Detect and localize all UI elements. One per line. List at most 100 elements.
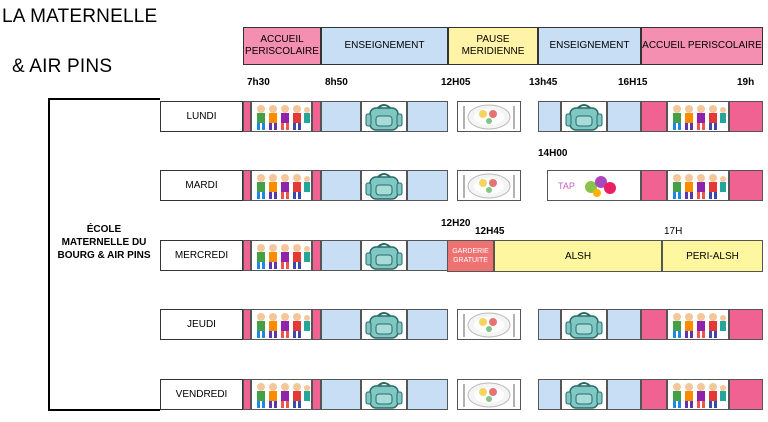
time-tuesday-tap: 14H00 bbox=[538, 148, 568, 159]
friday-bag-afternoon bbox=[561, 379, 607, 410]
time-wed-17h: 17H bbox=[664, 226, 683, 237]
tuesday-bag-morning bbox=[361, 170, 407, 201]
tuesday-pink-right bbox=[312, 170, 321, 201]
alsh-cell: ALSH bbox=[494, 240, 662, 272]
school-bag-icon bbox=[565, 311, 603, 339]
friday-blue-b bbox=[407, 379, 448, 410]
page-title-line2: & AIR PINS bbox=[12, 56, 113, 77]
school-bag-icon bbox=[365, 172, 403, 200]
time-lunch-start: 12H05 bbox=[441, 77, 471, 88]
wednesday-kids-morning bbox=[251, 240, 312, 271]
wednesday-blue-b bbox=[407, 240, 448, 271]
friday-blue-a bbox=[321, 379, 361, 410]
thursday-bag-morning bbox=[361, 309, 407, 340]
time-class-end: 16H15 bbox=[618, 77, 648, 88]
tuesday-blue-b bbox=[407, 170, 448, 201]
friday-bag-morning bbox=[361, 379, 407, 410]
children-group-icon bbox=[673, 312, 726, 338]
day-monday: LUNDI bbox=[160, 101, 243, 132]
friday-pink-evening-a bbox=[641, 379, 667, 410]
thursday-blue-d bbox=[607, 309, 641, 340]
day-thursday: JEUDI bbox=[160, 309, 243, 340]
school-bracket bbox=[48, 98, 160, 411]
friday-pink-right bbox=[312, 379, 321, 410]
thursday-kids-morning bbox=[251, 309, 312, 340]
header-accueil-morning: ACCUEIL PERISCOLAIRE bbox=[243, 27, 321, 65]
monday-bag-morning bbox=[361, 101, 407, 132]
school-bag-icon bbox=[565, 381, 603, 409]
hands-icon bbox=[584, 175, 616, 197]
friday-pink-left bbox=[243, 379, 251, 410]
children-group-icon bbox=[673, 104, 726, 130]
thursday-pink-evening-b bbox=[729, 309, 763, 340]
monday-pink-left bbox=[243, 101, 251, 132]
wednesday-pink-right bbox=[312, 240, 321, 271]
time-class-pm-start: 13h45 bbox=[529, 77, 558, 88]
friday-meal bbox=[457, 379, 521, 410]
monday-blue-c bbox=[538, 101, 561, 132]
tap-cell: TAP bbox=[547, 170, 641, 201]
day-friday: VENDREDI bbox=[160, 379, 243, 410]
thursday-pink-right bbox=[312, 309, 321, 340]
time-start: 7h30 bbox=[247, 77, 270, 88]
time-wed-1220: 12H20 bbox=[441, 218, 471, 229]
friday-pink-evening-b bbox=[729, 379, 763, 410]
school-bag-icon bbox=[365, 242, 403, 270]
thursday-pink-left bbox=[243, 309, 251, 340]
tuesday-meal bbox=[457, 170, 521, 201]
thursday-bag-afternoon bbox=[561, 309, 607, 340]
tap-label: TAP bbox=[558, 180, 575, 191]
monday-blue-d bbox=[607, 101, 641, 132]
children-group-icon bbox=[256, 243, 310, 269]
peri-alsh-cell: PERI-ALSH bbox=[662, 240, 763, 272]
header-enseignement-afternoon: ENSEIGNEMENT bbox=[538, 27, 641, 65]
children-group-icon bbox=[256, 382, 310, 408]
friday-blue-c bbox=[538, 379, 561, 410]
day-wednesday: MERCREDI bbox=[160, 240, 243, 271]
tuesday-pink-evening-a bbox=[641, 170, 667, 201]
monday-pink-evening-b bbox=[729, 101, 763, 132]
day-tuesday: MARDI bbox=[160, 170, 243, 201]
meal-plate-icon bbox=[463, 382, 515, 407]
school-bag-icon bbox=[365, 381, 403, 409]
time-class-start: 8h50 bbox=[325, 77, 348, 88]
children-group-icon bbox=[256, 104, 310, 130]
thursday-blue-a bbox=[321, 309, 361, 340]
garderie-gratuite-cell: GARDERIE GRATUITE bbox=[447, 240, 494, 272]
thursday-pink-evening-a bbox=[641, 309, 667, 340]
friday-kids-morning bbox=[251, 379, 312, 410]
children-group-icon bbox=[673, 382, 726, 408]
wednesday-pink-left bbox=[243, 240, 251, 271]
friday-blue-d bbox=[607, 379, 641, 410]
monday-blue-b bbox=[407, 101, 448, 132]
tuesday-kids-evening bbox=[667, 170, 729, 201]
school-bag-icon bbox=[365, 311, 403, 339]
wednesday-blue-a bbox=[321, 240, 361, 271]
school-bag-icon bbox=[365, 103, 403, 131]
thursday-kids-evening bbox=[667, 309, 729, 340]
tuesday-kids-morning bbox=[251, 170, 312, 201]
tuesday-pink-evening-b bbox=[729, 170, 763, 201]
header-enseignement-morning: ENSEIGNEMENT bbox=[321, 27, 448, 65]
header-pause-meridienne: PAUSE MERIDIENNE bbox=[448, 27, 538, 65]
meal-plate-icon bbox=[463, 312, 515, 337]
meal-plate-icon bbox=[463, 104, 515, 129]
time-end: 19h bbox=[737, 77, 755, 88]
monday-bag-afternoon bbox=[561, 101, 607, 132]
thursday-blue-b bbox=[407, 309, 448, 340]
monday-blue-a bbox=[321, 101, 361, 132]
meal-plate-icon bbox=[463, 173, 515, 198]
page-title-line1: LA MATERNELLE bbox=[2, 6, 158, 27]
wednesday-bag-morning bbox=[361, 240, 407, 271]
monday-meal bbox=[457, 101, 521, 132]
thursday-meal bbox=[457, 309, 521, 340]
monday-kids-evening bbox=[667, 101, 729, 132]
thursday-blue-c bbox=[538, 309, 561, 340]
tuesday-blue-a bbox=[321, 170, 361, 201]
time-wed-1245: 12H45 bbox=[475, 226, 505, 237]
monday-pink-evening-a bbox=[641, 101, 667, 132]
header-accueil-evening: ACCUEIL PERISCOLAIRE bbox=[641, 27, 763, 65]
friday-kids-evening bbox=[667, 379, 729, 410]
children-group-icon bbox=[256, 312, 310, 338]
tuesday-pink-left bbox=[243, 170, 251, 201]
